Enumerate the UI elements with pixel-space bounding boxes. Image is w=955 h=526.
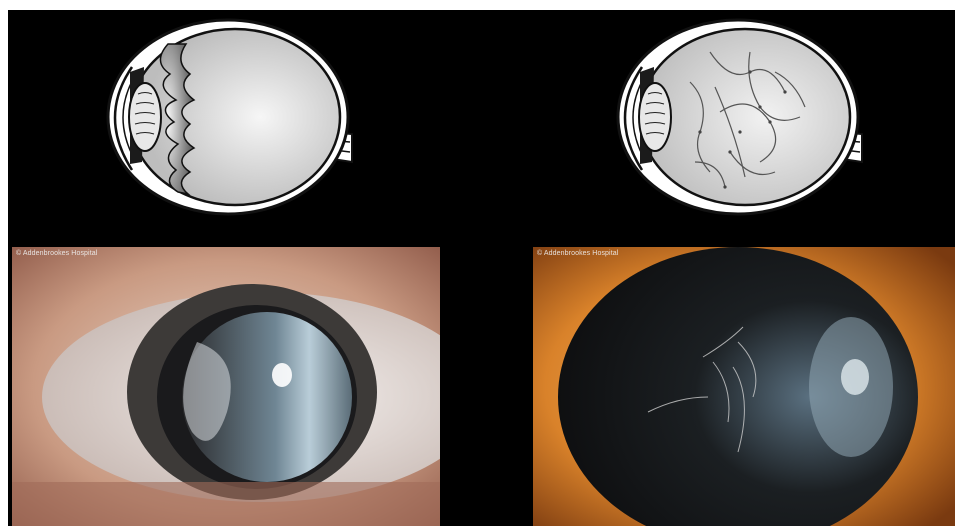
eye-cross-section-icon <box>600 12 870 217</box>
photo-credit: © Addenbrookes Hospital <box>537 250 618 257</box>
eye-photograph-left: © Addenbrookes Hospital <box>12 247 440 526</box>
photo-credit: © Addenbrookes Hospital <box>16 250 97 257</box>
eye-photograph-right: © Addenbrookes Hospital <box>533 247 955 526</box>
eye-cross-section-icon <box>90 12 360 217</box>
